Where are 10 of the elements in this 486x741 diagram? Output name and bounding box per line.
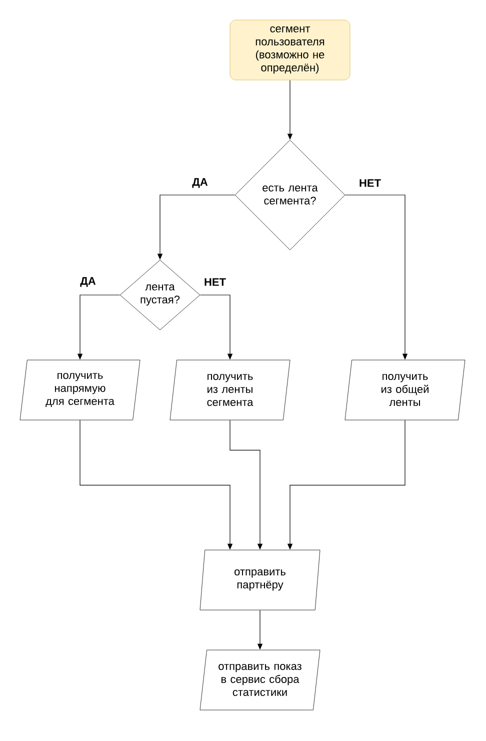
data-parallelogram: отправить показ в сервис сбора статистики (200, 650, 320, 710)
data-parallelogram: получить из ленты сегмента (170, 360, 290, 420)
edge-label: ДА (79, 276, 97, 288)
terminal-box: сегмент пользователя (возможно не определён) (230, 20, 350, 80)
data-parallelogram: получить из общей ленты (344, 360, 466, 420)
edge-label: НЕТ (203, 277, 227, 287)
data-parallelogram: отправить партнёру (200, 550, 320, 610)
edge-label: НЕТ (358, 178, 382, 188)
edge-label: ДА (191, 177, 209, 189)
data-parallelogram: получить напрямую для сегмента (20, 360, 140, 420)
